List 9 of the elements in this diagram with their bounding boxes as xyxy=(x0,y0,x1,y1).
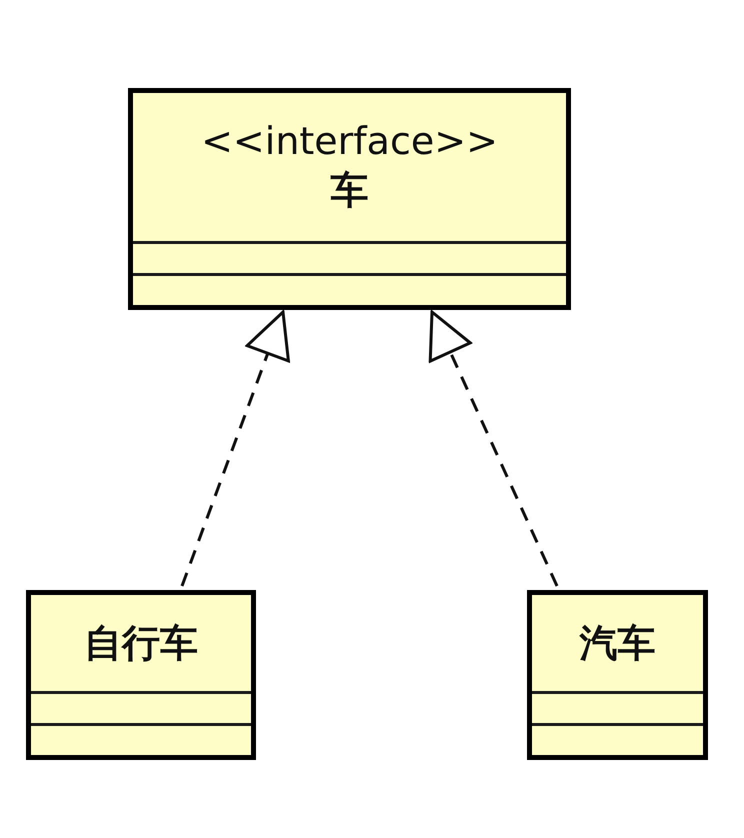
class-name: 自行车 xyxy=(84,620,198,666)
class-name: 车 xyxy=(330,166,368,214)
realization-arrow xyxy=(428,310,558,587)
class-box xyxy=(527,590,708,760)
realization-arrow xyxy=(180,310,290,587)
stereotype-label: <<interface>> xyxy=(201,118,498,162)
class-name: 汽车 xyxy=(580,620,656,666)
class-box xyxy=(128,88,571,310)
class-box xyxy=(26,590,256,760)
